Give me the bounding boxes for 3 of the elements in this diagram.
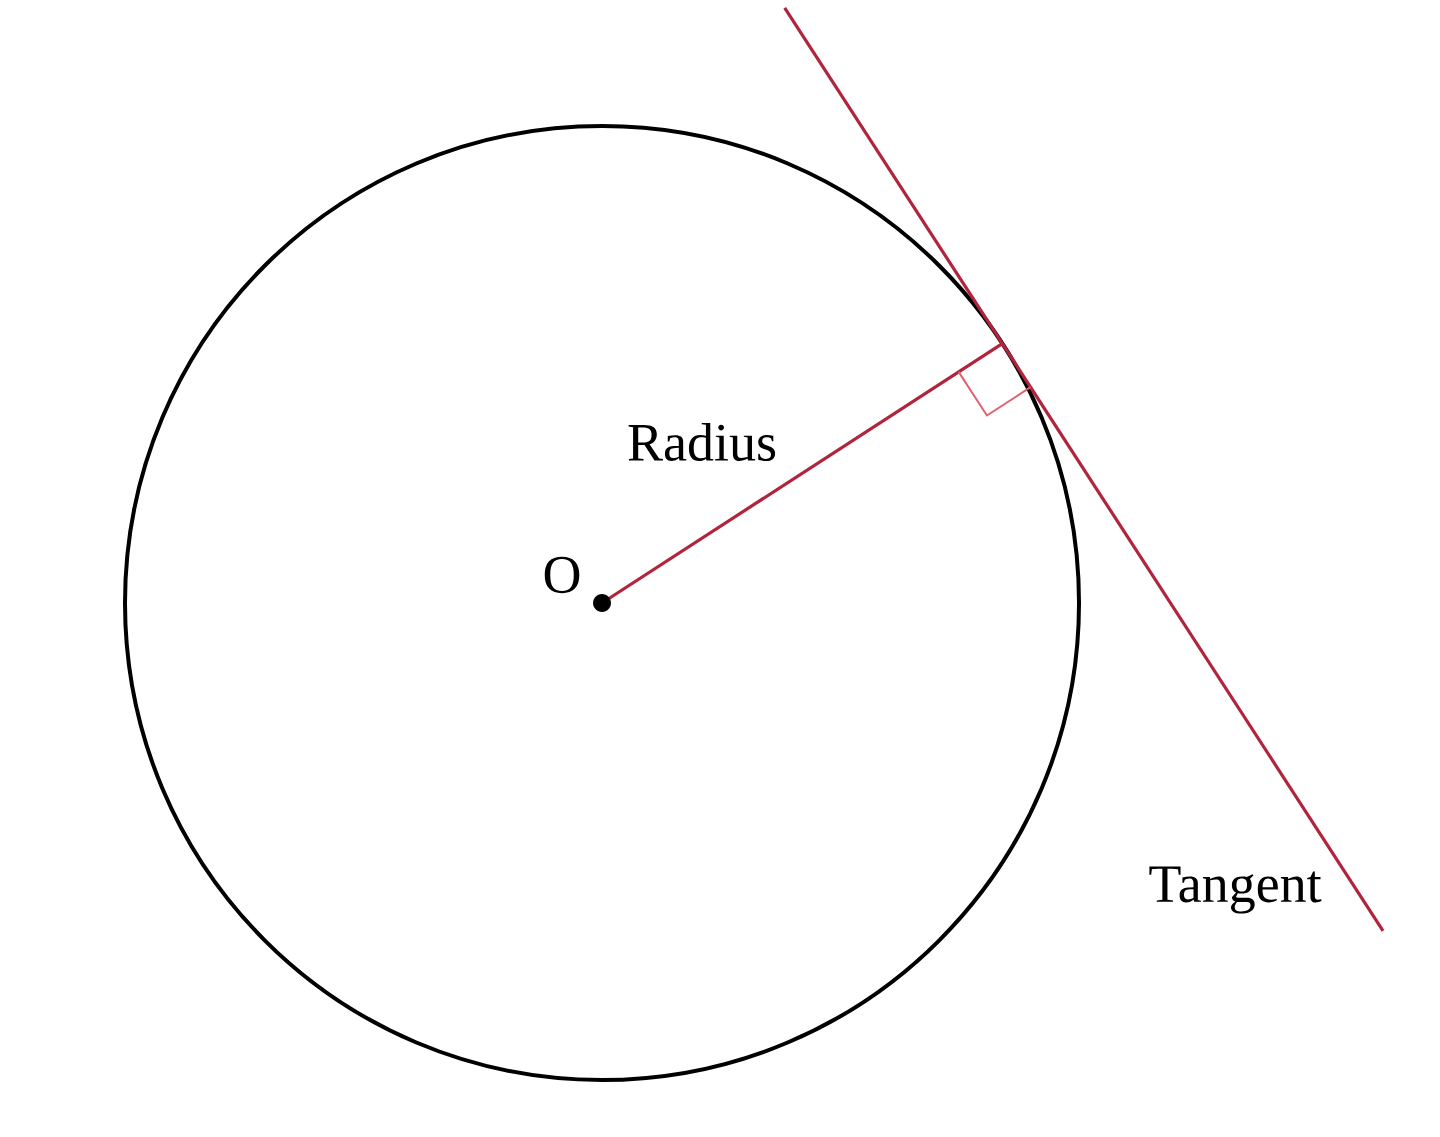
label: Radius xyxy=(628,423,776,461)
label: O xyxy=(544,556,580,594)
label: Tangent xyxy=(1149,866,1322,914)
